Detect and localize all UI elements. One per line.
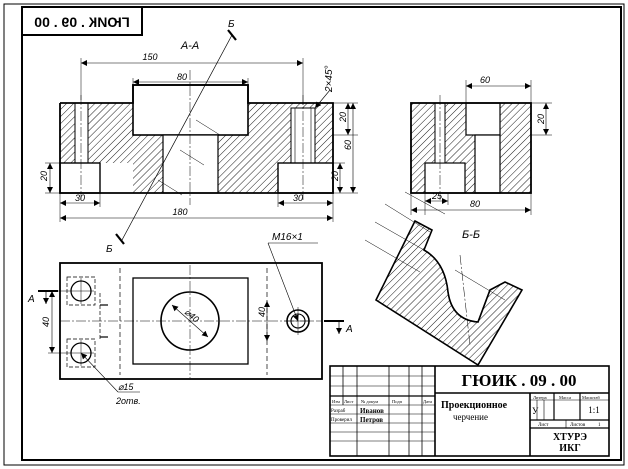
section-aa-title: А-А bbox=[180, 40, 199, 52]
col-date: Дата bbox=[423, 399, 432, 404]
side-view: 60 20 25 80 bbox=[410, 75, 552, 215]
scale-value: 1:1 bbox=[588, 405, 600, 415]
dim-30-right: 30 bbox=[293, 193, 303, 203]
sheet-label: Лист bbox=[538, 423, 549, 428]
hdr-masshtab: Масштаб bbox=[582, 395, 600, 400]
litera-value: У bbox=[532, 406, 539, 416]
org-line1: ХТУРЭ bbox=[553, 432, 587, 443]
title-block: Изм Лист № докум Подп Дата Разраб Провер… bbox=[329, 365, 610, 457]
title-block-code: ГЮИК . 09 . 00 bbox=[461, 371, 576, 390]
name-petrov: Петров bbox=[360, 416, 383, 424]
mirrored-code-text: ГЮИК . 09 . 00 bbox=[34, 14, 130, 30]
inner-frame bbox=[21, 6, 622, 461]
thread-label: M16×1 bbox=[272, 232, 303, 243]
dim-20-right: 20 bbox=[338, 112, 348, 123]
outer-sheet-border bbox=[3, 3, 625, 466]
dim-40-right: 40 bbox=[257, 307, 267, 317]
drawing-title-line1: Проекционное bbox=[441, 400, 508, 411]
cut-label-b-top: Б bbox=[228, 19, 235, 30]
hole-count: 2отв. bbox=[115, 396, 141, 406]
top-view: ⌀40 M16×1 А А 40 40 bbox=[27, 232, 353, 406]
mirrored-code-box: ГЮИК . 09 . 00 bbox=[21, 6, 143, 36]
name-ivanov: Иванов bbox=[360, 407, 384, 415]
dim-180: 180 bbox=[172, 207, 187, 217]
org-line2: ИКГ bbox=[559, 443, 580, 454]
dim-chamfer: 2×45° bbox=[324, 65, 335, 93]
sheets-value: 1 bbox=[598, 423, 601, 428]
section-bb-title: Б-Б bbox=[462, 229, 480, 241]
cut-label-b-bottom: Б bbox=[106, 244, 113, 255]
col-izm: Изм bbox=[332, 399, 340, 404]
col-doc: № докум bbox=[361, 399, 378, 404]
col-list: Лист bbox=[344, 399, 353, 404]
side-dim-25: 25 bbox=[431, 191, 443, 201]
hdr-litera: Литера bbox=[533, 395, 547, 400]
front-view-section-aa: А-А Б Б 150 80 2×45° 20 60 20 20 bbox=[39, 19, 358, 255]
side-dim-20: 20 bbox=[536, 114, 546, 125]
col-sign: Подп bbox=[392, 399, 403, 404]
dim-20-bottom-right: 20 bbox=[330, 171, 340, 182]
row-prover: Проверил bbox=[331, 418, 352, 423]
dim-60: 60 bbox=[343, 140, 353, 150]
hole-diameter: ⌀15 bbox=[118, 382, 134, 392]
dia-center: ⌀40 bbox=[183, 307, 201, 325]
section-bb: Б-Б bbox=[364, 191, 524, 367]
side-dim-60: 60 bbox=[480, 75, 490, 85]
side-dim-80: 80 bbox=[470, 199, 480, 209]
dim-30-left: 30 bbox=[75, 193, 85, 203]
dim-40-left: 40 bbox=[41, 317, 51, 327]
dim-150: 150 bbox=[142, 52, 157, 62]
hdr-massa: Масса bbox=[559, 395, 571, 400]
section-arrow-a-left: А bbox=[27, 294, 35, 305]
row-razrab: Разраб bbox=[331, 409, 346, 414]
section-arrow-a-right: А bbox=[345, 324, 353, 335]
sheets-label: Листов bbox=[570, 423, 586, 428]
dim-80-top: 80 bbox=[177, 72, 187, 82]
drawing-title-line2: черчение bbox=[453, 412, 488, 422]
dim-20-left: 20 bbox=[39, 171, 49, 182]
